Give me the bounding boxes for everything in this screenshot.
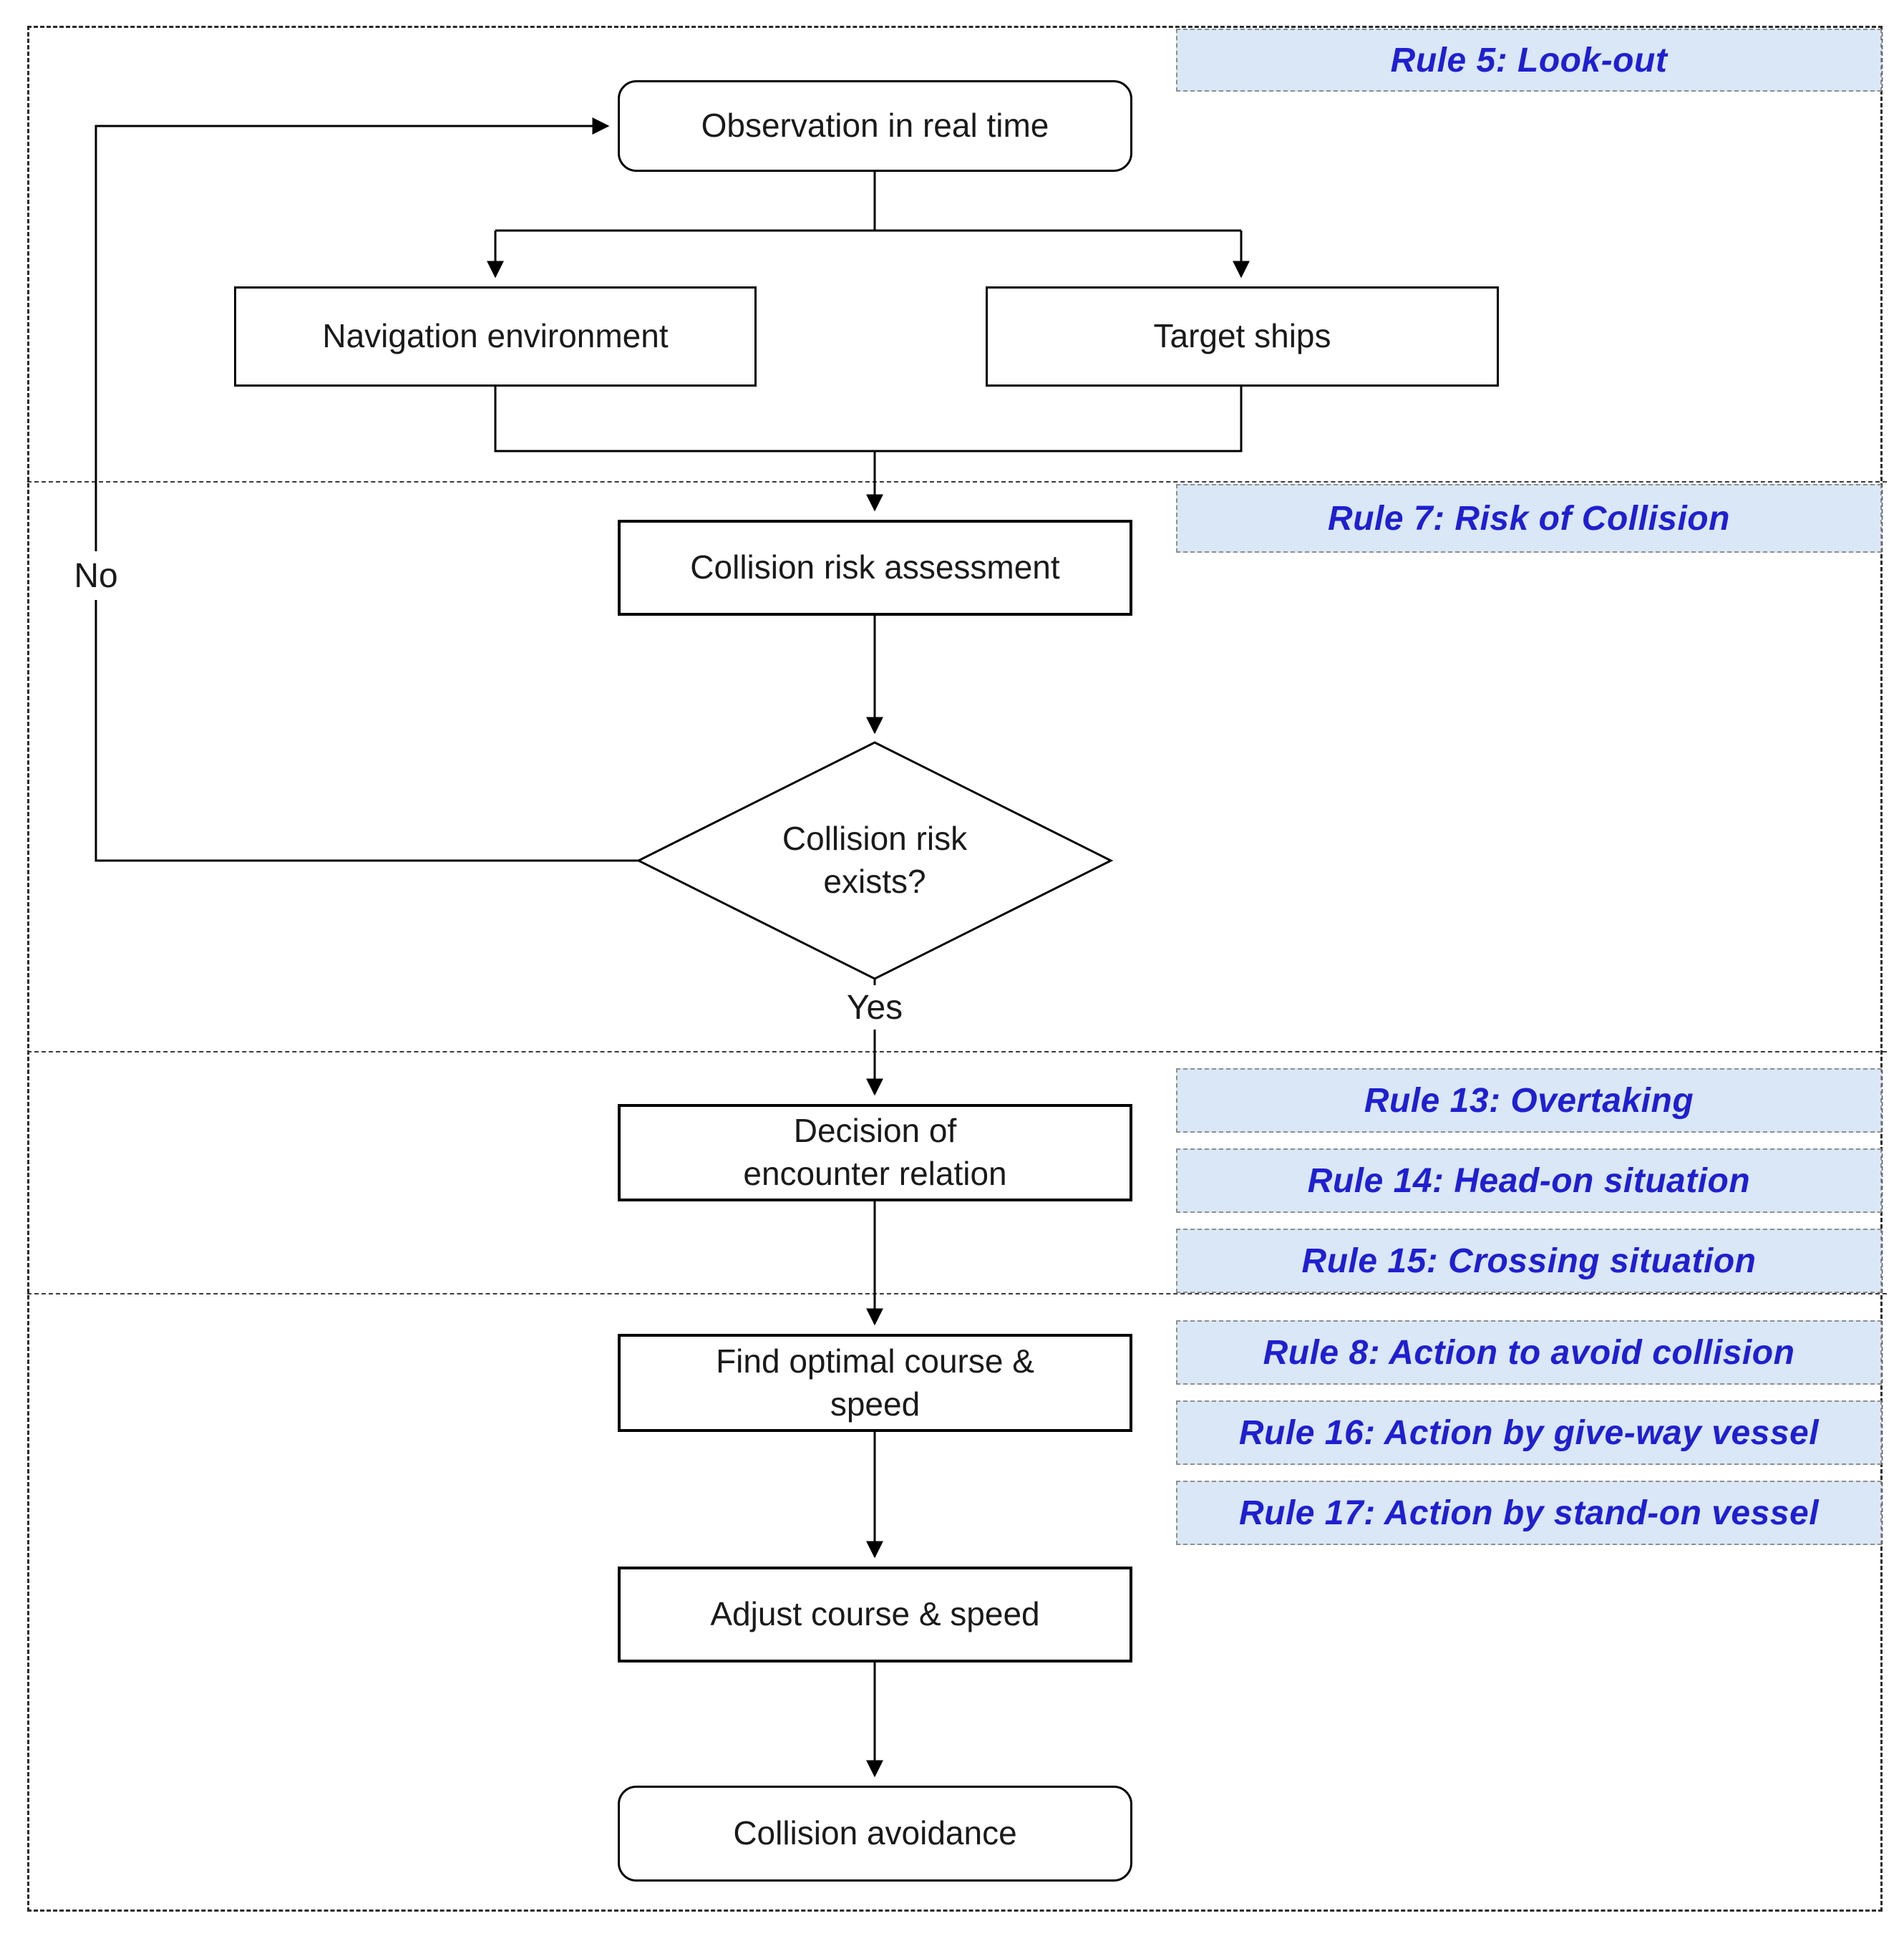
node-collision-risk-exists-label: Collision risk exists? [782,820,968,900]
rule-label-7-risk-of-collision: Rule 7: Risk of Collision [1176,484,1882,553]
node-adjust-course-speed-label: Adjust course & speed [710,1595,1040,1633]
rule-label-16-give-way-vessel: Rule 16: Action by give-way vessel [1176,1400,1882,1465]
edge-observation-split [495,172,1241,232]
diagram-outer-border [27,26,1883,1912]
edge-label-yes: Yes [825,985,925,1030]
rule-label-17-stand-on-vessel: Rule 17: Action by stand-on vessel [1176,1481,1882,1545]
node-observation-label: Observation in real time [701,107,1049,145]
node-adjust-course-speed: Adjust course & speed [618,1567,1132,1662]
node-find-optimal-course-speed: Find optimal course & speed [618,1334,1132,1432]
section-divider-risk-encounter [27,1051,1887,1052]
node-collision-risk-assessment-label: Collision risk assessment [690,548,1060,586]
node-target-ships-label: Target ships [1153,317,1331,355]
decision-diamond-shape [636,741,1114,980]
node-collision-risk-assessment: Collision risk assessment [618,520,1132,616]
rule-label-15-crossing: Rule 15: Crossing situation [1176,1229,1882,1293]
node-collision-avoidance-label: Collision avoidance [733,1814,1017,1852]
node-observation-in-real-time: Observation in real time [618,80,1132,172]
node-navigation-environment: Navigation environment [234,286,757,387]
edge-label-no: No [62,551,130,600]
section-divider-encounter-action [27,1293,1887,1294]
node-decision-of-encounter-relation-label: Decision of encounter relation [743,1112,1007,1192]
section-divider-lookout-risk [27,481,1887,483]
edge-merge-observations [494,387,1243,452]
node-collision-avoidance: Collision avoidance [618,1786,1132,1882]
rule-label-13-overtaking: Rule 13: Overtaking [1176,1068,1882,1133]
node-navigation-environment-label: Navigation environment [322,317,669,355]
node-find-optimal-course-speed-label: Find optimal course & speed [716,1342,1034,1423]
node-collision-risk-exists: Collision risk exists? [717,789,1032,932]
edge-no-feedback-loop [94,117,638,862]
node-decision-of-encounter-relation: Decision of encounter relation [618,1104,1132,1201]
rule-label-14-head-on: Rule 14: Head-on situation [1176,1148,1882,1213]
rule-label-8-action-avoid-collision: Rule 8: Action to avoid collision [1176,1320,1882,1385]
rule-label-5-lookout: Rule 5: Look-out [1176,29,1882,92]
node-target-ships: Target ships [986,286,1499,387]
